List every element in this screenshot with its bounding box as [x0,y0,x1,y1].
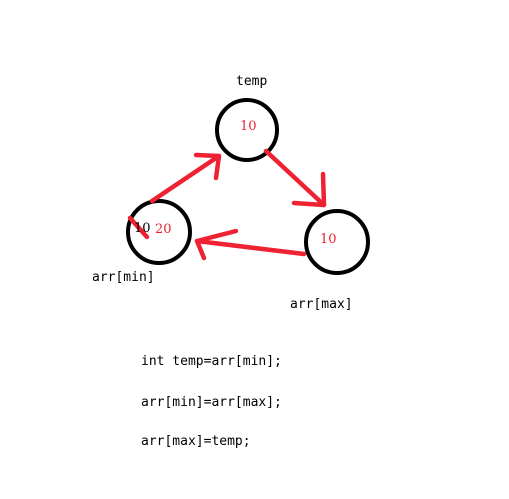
arr-min-old-value: 10 [134,221,151,236]
arr-min-node [126,199,192,265]
temp-label: temp [236,74,268,89]
code-line-3: arr[max]=temp; [141,434,251,449]
temp-value: 10 [240,119,257,134]
arr-max-value: 10 [320,232,337,247]
arr-max-label: arr[max] [290,297,353,312]
arrow-max-to-min [194,228,307,261]
arrow-temp-to-max [263,148,327,208]
arr-min-label: arr[min] [92,270,155,285]
code-line-1: int temp=arr[min]; [141,354,282,369]
overwrite-strike-mark [127,215,150,240]
code-line-2: arr[min]=arr[max]; [141,395,282,410]
arr-min-new-value: 20 [155,222,172,237]
arr-max-node [304,209,370,275]
temp-node [215,98,279,162]
arrow-min-to-temp [149,152,222,204]
